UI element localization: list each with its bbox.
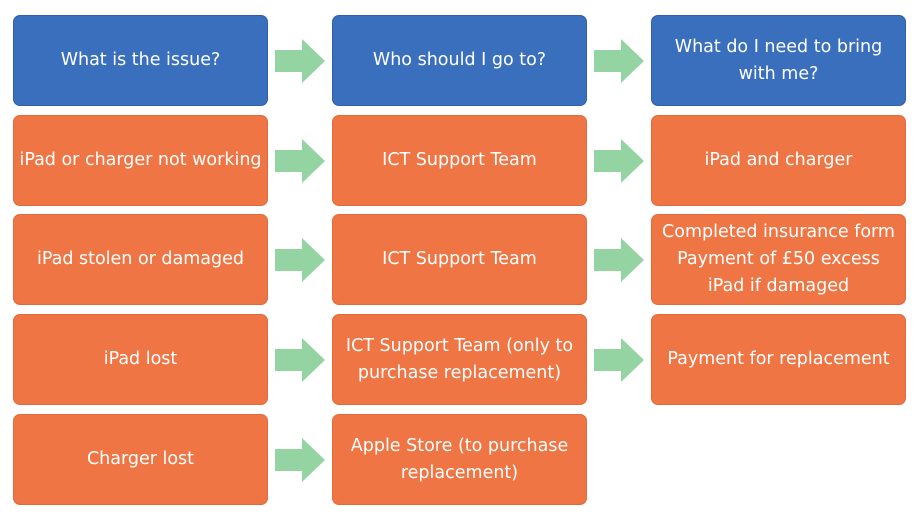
arrow-right-icon [275, 139, 325, 183]
row-3-bring: Payment for replacement [651, 314, 906, 405]
arrow-right-icon [594, 139, 644, 183]
row-1-bring: iPad and charger [651, 115, 906, 206]
row-4-issue: Charger lost [13, 414, 268, 505]
arrow-right-icon [275, 39, 325, 83]
arrow-right-icon [594, 39, 644, 83]
row-2-bring: Completed insurance form Payment of £50 … [651, 214, 906, 305]
row-1-issue: iPad or charger not working [13, 115, 268, 206]
arrow-right-icon [275, 238, 325, 282]
header-issue: What is the issue? [13, 15, 268, 106]
header-contact: Who should I go to? [332, 15, 587, 106]
row-1-contact: ICT Support Team [332, 115, 587, 206]
row-3-contact: ICT Support Team (only to purchase repla… [332, 314, 587, 405]
row-4-contact: Apple Store (to purchase replacement) [332, 414, 587, 505]
arrow-right-icon [275, 338, 325, 382]
header-bring: What do I need to bring with me? [651, 15, 906, 106]
arrow-right-icon [594, 238, 644, 282]
arrow-right-icon [275, 438, 325, 482]
row-3-issue: iPad lost [13, 314, 268, 405]
arrow-right-icon [594, 338, 644, 382]
row-2-issue: iPad stolen or damaged [13, 214, 268, 305]
row-2-contact: ICT Support Team [332, 214, 587, 305]
